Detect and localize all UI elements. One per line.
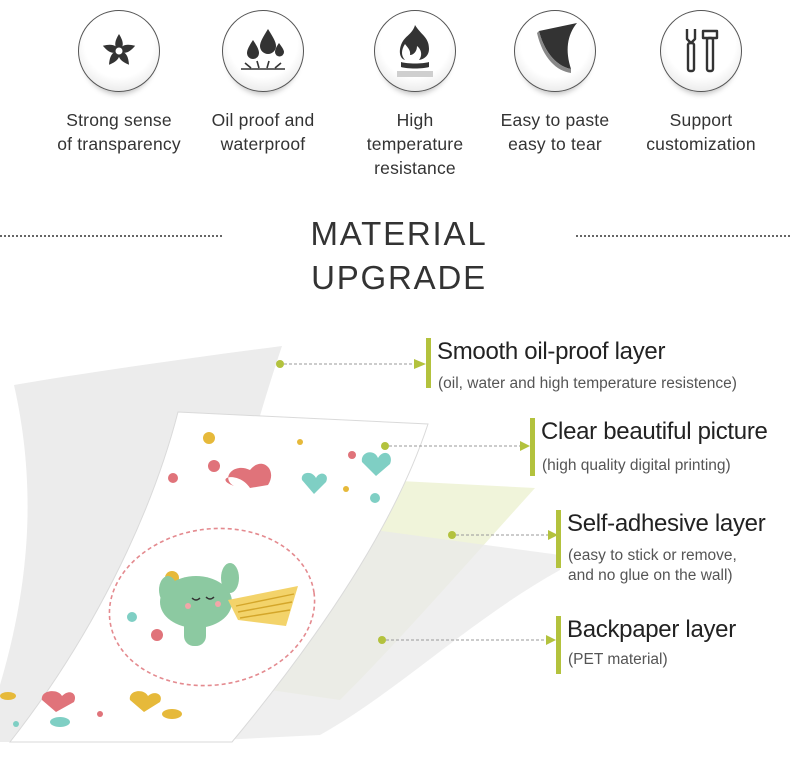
- flame-icon: [374, 10, 456, 92]
- peel-corner-icon: [514, 10, 596, 92]
- flower-icon: [78, 10, 160, 92]
- label-line: temperature: [366, 134, 464, 154]
- layer-description: (high quality digital printing): [542, 456, 731, 476]
- label-line: Easy to paste: [500, 110, 610, 130]
- layer-heading: Backpaper layer: [567, 616, 736, 643]
- feature-oil-waterproof: Oil proof and waterproof: [188, 10, 338, 156]
- section-title-row: MATERIAL UPGRADE: [0, 212, 790, 296]
- oil-drops-icon: [222, 10, 304, 92]
- section-title: MATERIAL UPGRADE: [310, 215, 488, 296]
- material-layers-illustration: Smooth oil-proof layer (oil, water and h…: [0, 290, 790, 771]
- label-line: High: [396, 110, 434, 130]
- description-line: and no glue on the wall): [568, 567, 733, 584]
- layer-description: (oil, water and high temperature resiste…: [438, 374, 737, 394]
- feature-label: Strong sense of transparency: [44, 108, 194, 156]
- accent-bar: [426, 338, 431, 388]
- label-line: of transparency: [57, 134, 181, 154]
- tools-icon: [660, 10, 742, 92]
- label-line: waterproof: [220, 134, 306, 154]
- feature-label: Oil proof and waterproof: [188, 108, 338, 156]
- layer-heading: Self-adhesive layer: [567, 510, 766, 537]
- label-line: Oil proof and: [211, 110, 315, 130]
- feature-label: Support customization: [626, 108, 776, 156]
- feature-transparency: Strong sense of transparency: [44, 10, 194, 156]
- label-line: Support: [669, 110, 733, 130]
- layer-heading: Smooth oil-proof layer: [437, 338, 666, 365]
- description-line: (PET material): [568, 651, 668, 668]
- layers-artwork: [0, 346, 560, 743]
- label-line: customization: [646, 134, 756, 154]
- accent-bar: [556, 510, 561, 568]
- accent-bar: [556, 616, 561, 674]
- description-line: (easy to stick or remove,: [568, 547, 737, 564]
- feature-label: Easy to paste easy to tear: [480, 108, 630, 156]
- dotted-divider-right: [576, 235, 790, 237]
- layer-heading: Clear beautiful picture: [541, 418, 768, 445]
- layer-description: (easy to stick or remove, and no glue on…: [568, 546, 737, 586]
- accent-bar: [530, 418, 535, 476]
- label-line: Strong sense: [66, 110, 172, 130]
- feature-heat-resistance: High temperature resistance: [340, 10, 490, 180]
- layer-description: (PET material): [568, 650, 668, 670]
- label-line: resistance: [374, 158, 456, 178]
- feature-label: High temperature resistance: [340, 108, 490, 180]
- feature-easy-paste: Easy to paste easy to tear: [480, 10, 630, 156]
- description-line: (oil, water and high temperature resiste…: [438, 375, 737, 392]
- features-row: Strong sense of transparency Oil proof a…: [0, 0, 790, 190]
- feature-customization: Support customization: [626, 10, 776, 156]
- label-line: easy to tear: [508, 134, 602, 154]
- description-line: (high quality digital printing): [542, 457, 731, 474]
- dotted-divider-left: [0, 235, 222, 237]
